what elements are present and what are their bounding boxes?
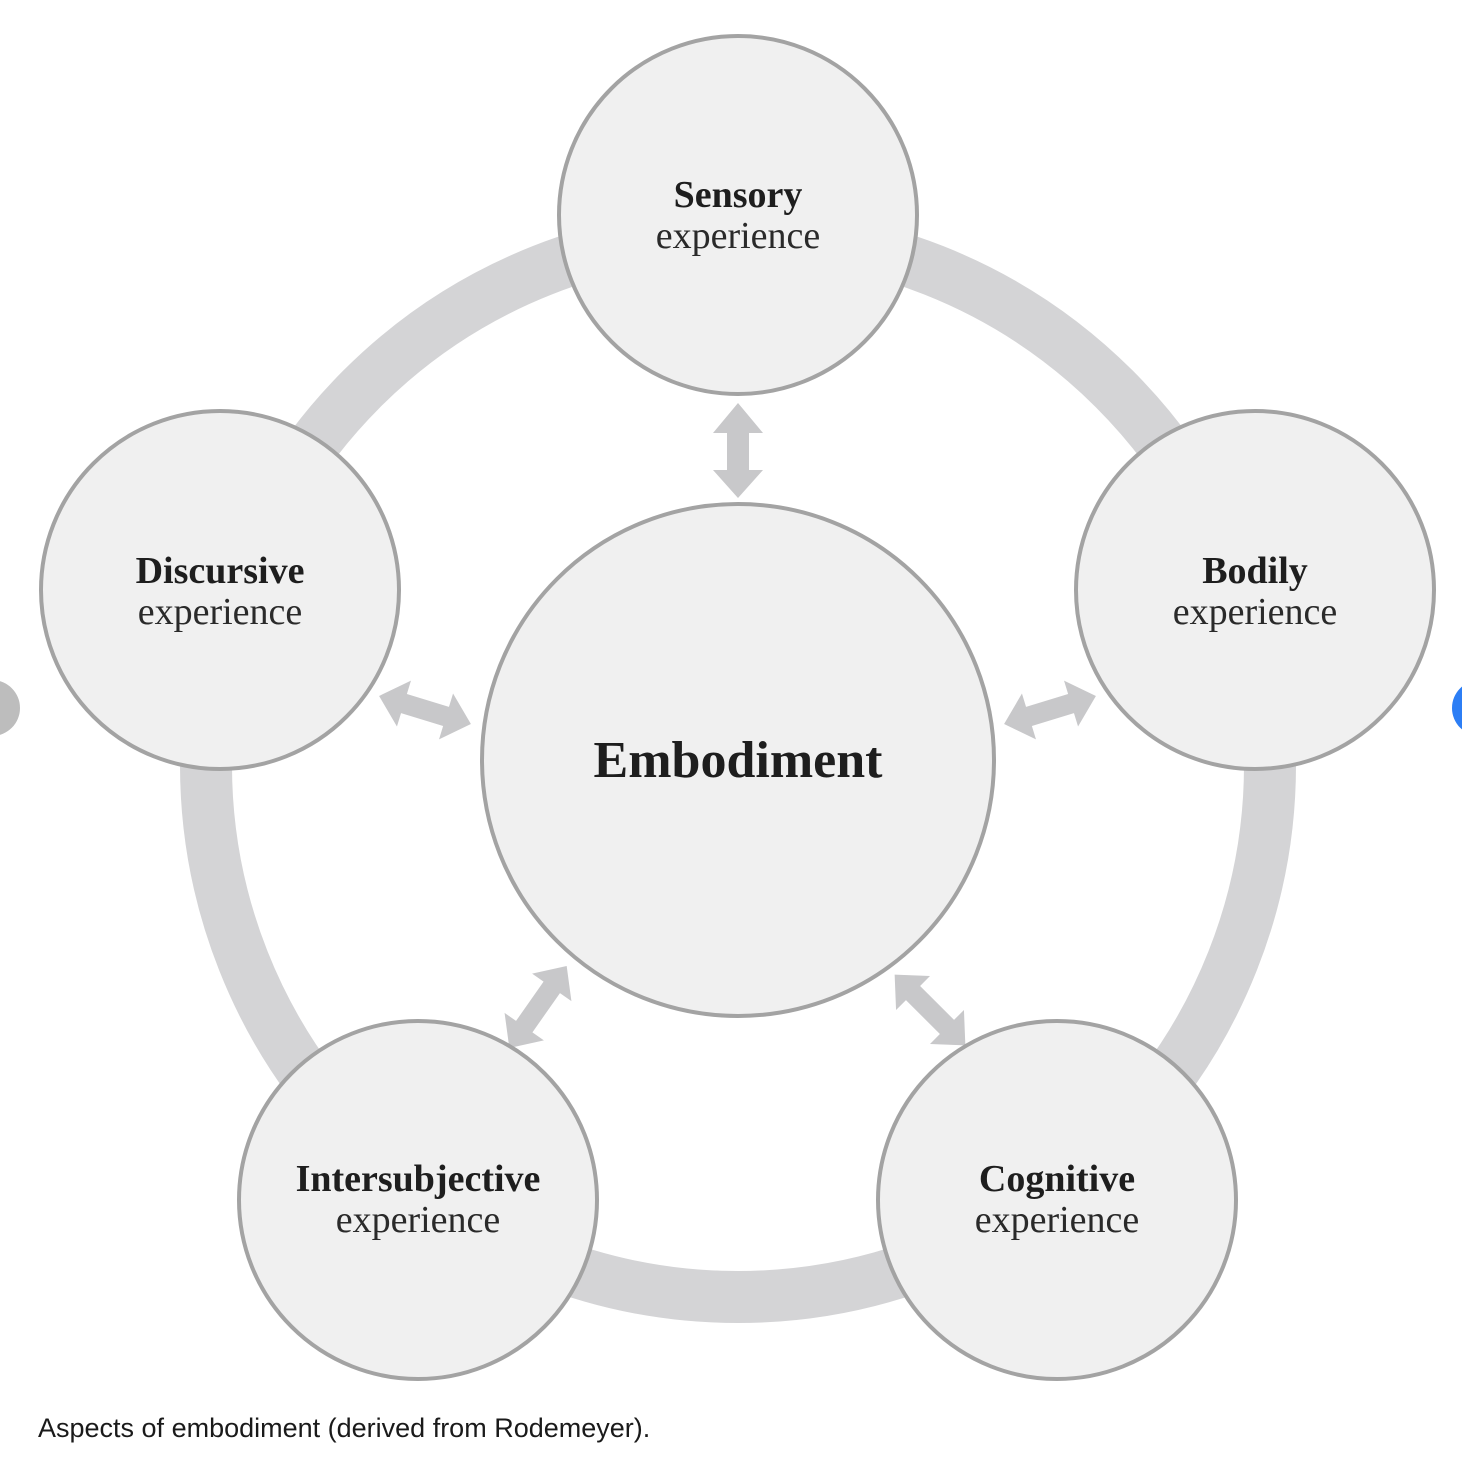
arrow-cognitive — [894, 974, 966, 1046]
arrow-discursive — [379, 680, 471, 740]
node-intersubjective-title: Intersubjective — [296, 1158, 541, 1200]
figure-caption: Aspects of embodiment (derived from Rode… — [38, 1413, 651, 1443]
next-slide-button[interactable] — [1452, 680, 1462, 736]
node-sensory: Sensory experience — [557, 34, 919, 396]
node-bodily: Bodily experience — [1074, 409, 1436, 771]
center-node: Embodiment — [480, 502, 996, 1018]
node-discursive: Discursive experience — [39, 409, 401, 771]
arrow-intersubjective — [504, 966, 572, 1048]
center-label: Embodiment — [594, 732, 884, 789]
node-bodily-subtitle: experience — [1173, 591, 1338, 633]
node-discursive-subtitle: experience — [138, 591, 303, 633]
arrows — [379, 403, 1096, 1048]
node-discursive-title: Discursive — [136, 550, 305, 592]
node-cognitive-title: Cognitive — [979, 1158, 1135, 1200]
node-cognitive: Cognitive experience — [876, 1019, 1238, 1381]
arrow-bodily — [1004, 680, 1096, 740]
node-intersubjective-subtitle: experience — [336, 1199, 501, 1241]
node-cognitive-subtitle: experience — [975, 1199, 1140, 1241]
embodiment-diagram: Embodiment Sensory experience Bodily exp… — [39, 34, 1436, 1381]
previous-slide-button[interactable] — [0, 680, 20, 736]
node-intersubjective: Intersubjective experience — [237, 1019, 599, 1381]
node-bodily-title: Bodily — [1202, 550, 1308, 592]
node-sensory-subtitle: experience — [656, 215, 821, 257]
arrow-sensory — [713, 403, 763, 498]
node-sensory-title: Sensory — [674, 174, 803, 216]
